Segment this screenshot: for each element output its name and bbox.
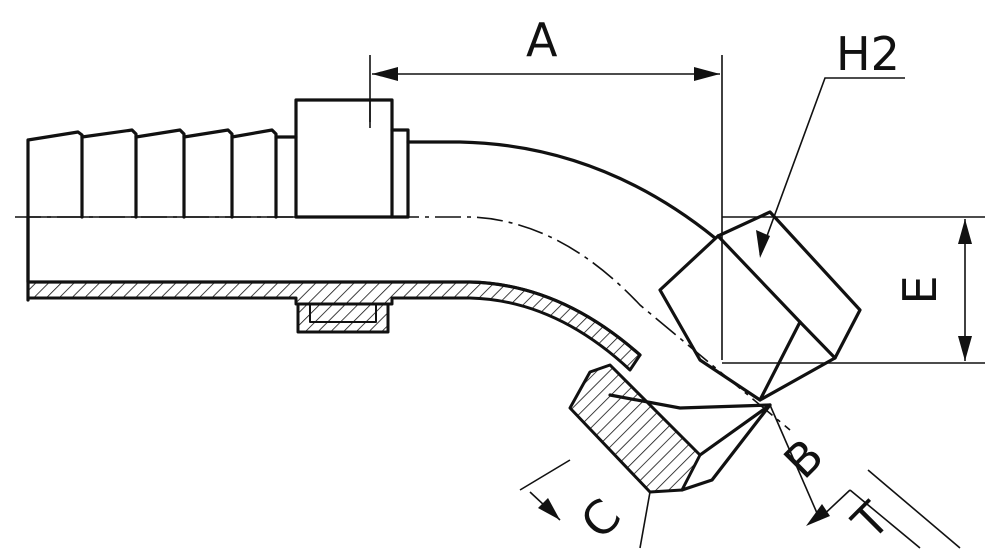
dimension-B: B: [769, 404, 851, 526]
hose-barb: [26, 128, 298, 302]
ferrule-collar: [294, 98, 410, 219]
swivel-nut: [658, 210, 862, 402]
label-B: B: [773, 428, 834, 489]
label-A: A: [526, 13, 558, 67]
leader-H2: H2: [756, 27, 905, 258]
label-H2: H2: [836, 27, 900, 81]
coupling-end: [568, 363, 772, 494]
label-E: E: [893, 275, 947, 304]
label-C: C: [570, 488, 631, 549]
ferrule-lip-section: [296, 302, 390, 334]
dimension-T: T: [841, 469, 961, 550]
dimension-A: A: [369, 13, 723, 360]
dimension-E: E: [722, 216, 985, 364]
center-line: [15, 216, 791, 431]
bent-tube-outline: [406, 140, 717, 240]
wall-section: [26, 280, 642, 372]
label-T: T: [841, 491, 900, 550]
